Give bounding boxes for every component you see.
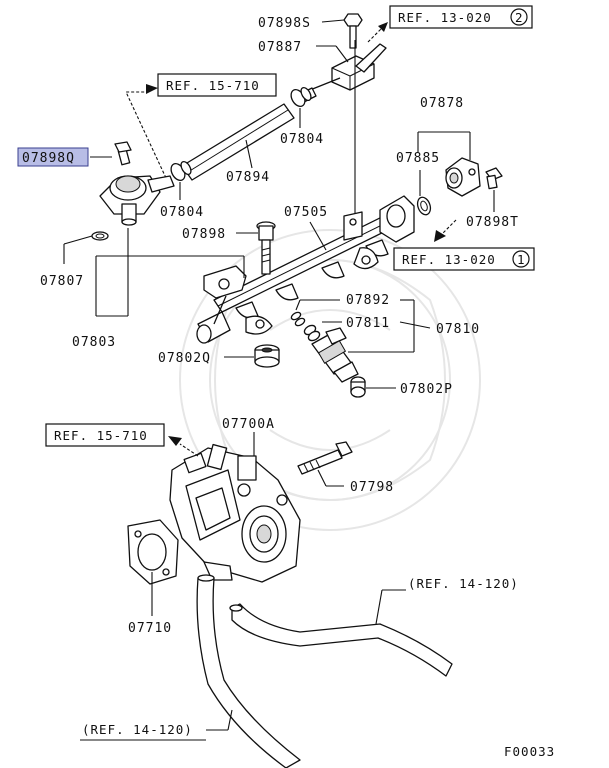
injector-07810[interactable]: [311, 327, 359, 383]
ref-14-120-right[interactable]: (REF. 14-120): [408, 576, 519, 591]
insulator-07802P[interactable]: [350, 376, 366, 398]
label-07887[interactable]: 07887: [258, 40, 302, 55]
label-07811[interactable]: 07811: [346, 316, 390, 331]
insulator-07802Q[interactable]: [254, 344, 280, 368]
o-ring-07811[interactable]: [303, 324, 321, 343]
ref-circle-number: 2: [515, 10, 524, 25]
label-07892[interactable]: 07892: [346, 293, 390, 308]
water-hose-right[interactable]: [229, 603, 453, 677]
clip-07804-upper[interactable]: [288, 86, 313, 109]
fuel-pressure-regulator[interactable]: [99, 175, 175, 226]
label-07505[interactable]: 07505: [284, 205, 328, 220]
label-07810[interactable]: 07810: [436, 322, 480, 337]
leader-lines: [63, 19, 495, 741]
ref-circle-number: 1: [517, 252, 526, 267]
label-07804-upper[interactable]: 07804: [280, 132, 324, 147]
o-ring-07885[interactable]: [415, 195, 432, 216]
label-07894[interactable]: 07894: [226, 170, 270, 185]
ref-box-15-710-top[interactable]: REF. 15-710: [157, 73, 277, 97]
ref-label: REF. 13-020: [398, 10, 492, 25]
throttle-body-07700A[interactable]: [169, 443, 301, 583]
label-07898Q-highlight[interactable]: 07898Q: [17, 147, 89, 167]
ref-label: REF. 13-020: [402, 252, 496, 267]
ref-box-13-020-1[interactable]: REF. 13-020 1: [393, 247, 535, 271]
bolt-07898S[interactable]: [343, 13, 363, 49]
o-ring-07807[interactable]: [91, 231, 109, 241]
watermark-emblem: [179, 229, 481, 531]
arrow-ref-13-020-1: [434, 219, 457, 242]
label-07804-lower[interactable]: 07804: [160, 205, 204, 220]
ref-box-15-710-mid[interactable]: REF. 15-710: [45, 423, 165, 447]
label-07898S[interactable]: 07898S: [258, 16, 311, 31]
ref-box-13-020-2[interactable]: REF. 13-020 2: [389, 5, 533, 29]
arrow-ref-13-020-2: [367, 22, 388, 43]
bolt-07898[interactable]: [256, 221, 276, 275]
bolt-07898T[interactable]: [485, 167, 503, 190]
fitting-07878[interactable]: [445, 157, 481, 197]
ref-label: REF. 15-710: [54, 428, 148, 443]
arrow-ref-15-710-mid: [168, 436, 199, 457]
ref-14-120-left[interactable]: (REF. 14-120): [82, 722, 193, 737]
arrow-ref-15-710-top: [125, 84, 167, 179]
fuel-rail-arm: [203, 265, 247, 325]
spring-07892[interactable]: [290, 311, 306, 327]
label-07802P[interactable]: 07802P: [400, 382, 453, 397]
clip-07804-lower[interactable]: [168, 160, 193, 183]
bolt-07798[interactable]: [297, 441, 353, 475]
bolt-07898Q[interactable]: [114, 141, 132, 166]
ref-label: REF. 15-710: [166, 78, 260, 93]
label-07798[interactable]: 07798: [350, 480, 394, 495]
label-07700A[interactable]: 07700A: [222, 417, 275, 432]
label-07710[interactable]: 07710: [128, 621, 172, 636]
label-07802Q[interactable]: 07802Q: [158, 351, 211, 366]
label-07878[interactable]: 07878: [420, 96, 464, 111]
hose-07894[interactable]: [181, 103, 295, 181]
label-07898[interactable]: 07898: [182, 227, 226, 242]
bracket-07887[interactable]: [331, 43, 387, 91]
figure-code: F00033: [504, 744, 555, 759]
gasket-07710[interactable]: [127, 519, 179, 585]
label-07807[interactable]: 07807: [40, 274, 84, 289]
label-07898Q: 07898Q: [22, 151, 75, 166]
water-hose-left[interactable]: [196, 574, 301, 768]
label-07885[interactable]: 07885: [396, 151, 440, 166]
label-07803[interactable]: 07803: [72, 335, 116, 350]
fuel-rail-07505[interactable]: [196, 195, 415, 344]
label-07898T[interactable]: 07898T: [466, 215, 519, 230]
